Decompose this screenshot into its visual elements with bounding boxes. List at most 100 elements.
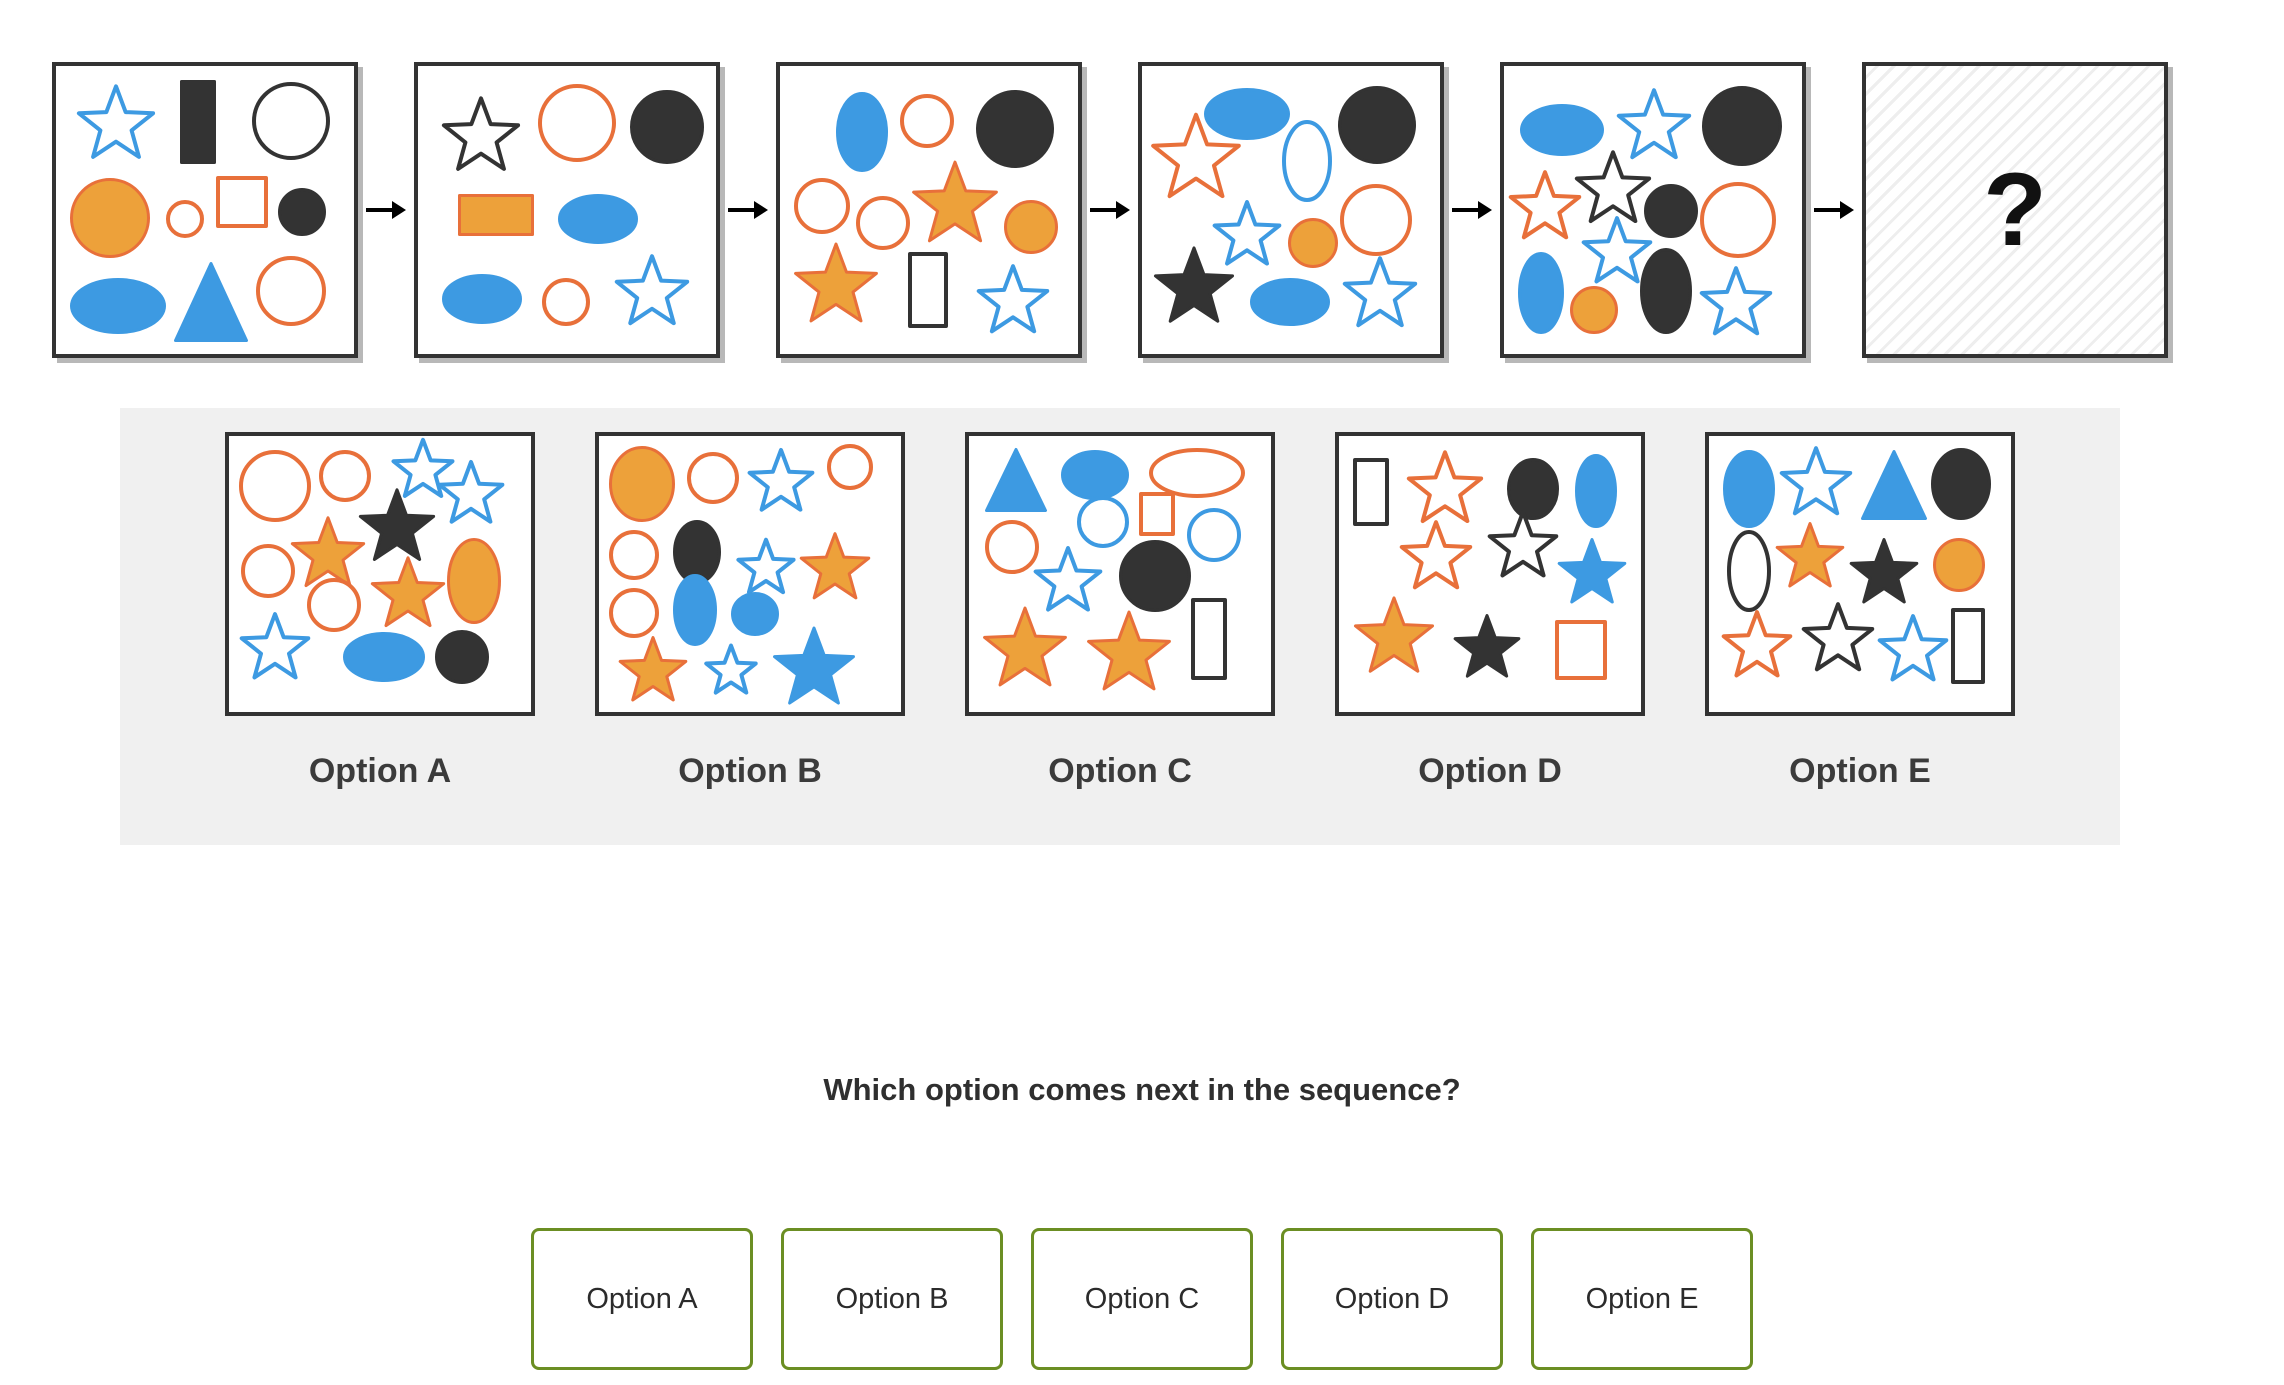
option-label-a: Option A xyxy=(308,752,452,790)
shape-star xyxy=(767,624,861,710)
arrow-right-icon xyxy=(1806,195,1862,225)
shape-star xyxy=(615,634,691,706)
shape-circle xyxy=(166,200,204,238)
shape-star xyxy=(1483,508,1563,582)
shape-circle xyxy=(856,196,910,250)
shape-square xyxy=(216,176,268,228)
shape-circle xyxy=(1700,182,1776,258)
shape-circle xyxy=(630,90,704,164)
shape-star xyxy=(1797,600,1879,676)
shape-circle xyxy=(542,278,590,326)
shape-circle xyxy=(1288,218,1338,268)
shape-ellipse xyxy=(673,574,717,646)
shape-rect xyxy=(908,252,948,328)
shape-rect xyxy=(1951,608,1985,684)
option-cell-b[interactable]: Option B xyxy=(595,432,905,791)
shape-rect xyxy=(1353,458,1389,526)
shape-circle xyxy=(976,90,1054,168)
arrow-right-icon xyxy=(1444,195,1500,225)
shape-square xyxy=(1139,492,1175,536)
shape-circle xyxy=(1340,184,1412,256)
shape-ellipse xyxy=(609,446,675,522)
option-cell-c[interactable]: Option C xyxy=(965,432,1275,791)
shape-ellipse xyxy=(1507,458,1559,520)
shape-star xyxy=(436,94,526,176)
shape-ellipse xyxy=(70,278,166,334)
shape-ellipse xyxy=(447,538,501,624)
option-panel-d[interactable] xyxy=(1335,432,1645,716)
shape-star xyxy=(72,82,160,164)
shape-ellipse xyxy=(1204,88,1290,140)
shape-circle xyxy=(241,544,295,598)
shape-star xyxy=(1208,198,1286,270)
sequence-strip: ? xyxy=(52,62,2168,358)
shape-circle xyxy=(827,444,873,490)
option-label-b: Option B xyxy=(678,752,822,790)
shape-ellipse xyxy=(836,92,888,172)
shape-star xyxy=(977,604,1073,692)
shape-circle xyxy=(609,530,659,580)
shape-star xyxy=(387,436,459,502)
shape-star xyxy=(1612,86,1696,164)
shape-circle xyxy=(1187,508,1241,562)
option-panel-e[interactable] xyxy=(1705,432,2015,716)
option-cell-a[interactable]: Option A xyxy=(225,432,535,791)
shape-star xyxy=(906,158,1004,248)
shape-triangle xyxy=(1861,450,1927,520)
answer-button-e[interactable]: Option E xyxy=(1531,1228,1753,1370)
shape-circle xyxy=(319,450,371,502)
shape-star xyxy=(1449,612,1525,682)
shape-circle xyxy=(609,588,659,638)
shape-circle xyxy=(900,94,954,148)
question-mark-glyph: ? xyxy=(1983,152,2047,268)
shape-ellipse xyxy=(343,632,425,682)
answer-button-d[interactable]: Option D xyxy=(1281,1228,1503,1370)
shape-star xyxy=(1694,264,1778,340)
shape-ellipse xyxy=(1933,538,1985,592)
shape-ellipse xyxy=(1723,450,1775,528)
option-cell-d[interactable]: Option D xyxy=(1335,432,1645,791)
shape-circle xyxy=(1644,184,1698,238)
shape-ellipse xyxy=(1061,450,1129,500)
answer-button-c[interactable]: Option C xyxy=(1031,1228,1253,1370)
sequence-panel-2 xyxy=(414,62,720,358)
shape-star xyxy=(972,262,1054,338)
shape-circle xyxy=(1004,200,1058,254)
shape-star xyxy=(733,536,799,598)
option-panel-a[interactable] xyxy=(225,432,535,716)
shape-star xyxy=(1717,608,1797,682)
shape-star xyxy=(433,458,509,528)
answer-button-a[interactable]: Option A xyxy=(531,1228,753,1370)
shape-star xyxy=(1578,214,1656,288)
option-panel-b[interactable] xyxy=(595,432,905,716)
sequence-panel-question: ? xyxy=(1862,62,2168,358)
shape-circle xyxy=(307,578,361,632)
sequence-panel-4 xyxy=(1138,62,1444,358)
shape-ellipse xyxy=(558,194,638,244)
shape-circle xyxy=(252,82,330,160)
shape-star xyxy=(1349,594,1439,678)
shape-star xyxy=(1148,244,1240,328)
shape-ellipse xyxy=(1520,104,1604,156)
option-cell-e[interactable]: Option E xyxy=(1705,432,2015,791)
option-panel-c[interactable] xyxy=(965,432,1275,716)
arrow-right-icon xyxy=(358,195,414,225)
shape-circle xyxy=(435,630,489,684)
shape-star xyxy=(1338,254,1422,332)
shape-ellipse xyxy=(1727,530,1771,612)
answer-button-b[interactable]: Option B xyxy=(781,1228,1003,1370)
shape-star xyxy=(365,554,451,632)
shape-ellipse xyxy=(1282,120,1332,202)
shape-rect xyxy=(458,194,534,236)
shape-star xyxy=(1504,168,1586,244)
shape-ellipse xyxy=(1575,454,1617,528)
shape-ellipse xyxy=(1149,448,1245,498)
shape-star xyxy=(1395,518,1477,594)
shape-circle xyxy=(70,178,150,258)
shape-ellipse xyxy=(731,592,779,636)
option-label-c: Option C xyxy=(1048,752,1192,790)
shape-circle xyxy=(278,188,326,236)
shape-star xyxy=(235,610,315,684)
